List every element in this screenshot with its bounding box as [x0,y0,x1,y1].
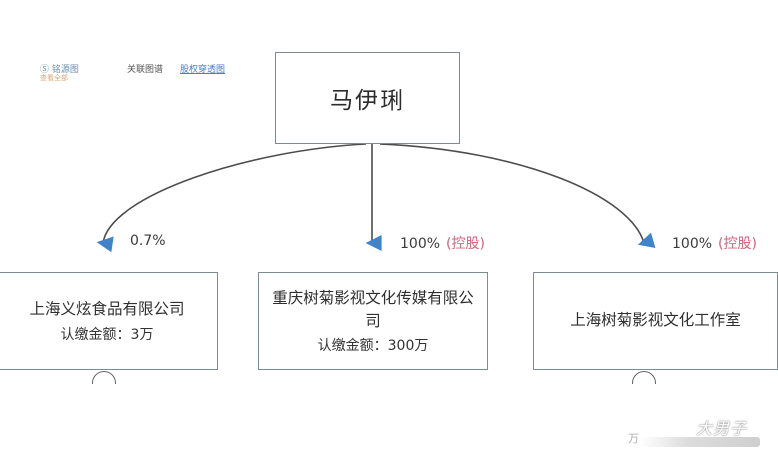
link-related-graph[interactable]: 关联图谱 [127,65,164,75]
percent-value: 100% [672,236,713,252]
link-equity-graph[interactable]: 股权穿透图 [180,65,226,75]
watermark-logo: 大男子 [696,419,748,438]
company-name: 上海树菊影视文化工作室 [570,311,741,330]
subscribed-capital: 认缴金额：300万 [317,338,429,355]
percent-value: 0.7% [130,233,166,249]
corner-text: 万 [628,432,639,445]
share-percent-middle: 100% (控股) [400,233,485,253]
root-person-name: 马伊琍 [330,88,405,114]
brand-sub-text[interactable]: 查看全部 [40,74,68,82]
share-percent-left: 0.7% [130,233,172,249]
watermark-bar [640,437,760,447]
holding-tag: (控股) [718,236,757,252]
expand-toggle-icon[interactable] [632,371,658,384]
connector-left [96,143,367,253]
connector-right [379,143,656,248]
holding-tag: (控股) [446,236,485,252]
expand-toggle-icon[interactable] [92,371,118,384]
root-person-node[interactable]: 马伊琍 [275,52,460,144]
company-name: 上海义炫食品有限公司 [29,300,185,319]
percent-value: 100% [400,236,441,252]
subscribed-capital: 认缴金额：3万 [60,326,154,343]
share-percent-right: 100% (控股) [672,233,757,253]
company-name: 重庆树菊影视文化传媒有限公司 [272,288,474,330]
company-node-middle[interactable]: 重庆树菊影视文化传媒有限公司 认缴金额：300万 [258,272,488,370]
company-node-right[interactable]: 上海树菊影视文化工作室 [533,272,778,370]
company-node-left[interactable]: 上海义炫食品有限公司 认缴金额：3万 [0,272,218,370]
brand-logo-text: Ⓢ 铭源图 [40,65,79,75]
